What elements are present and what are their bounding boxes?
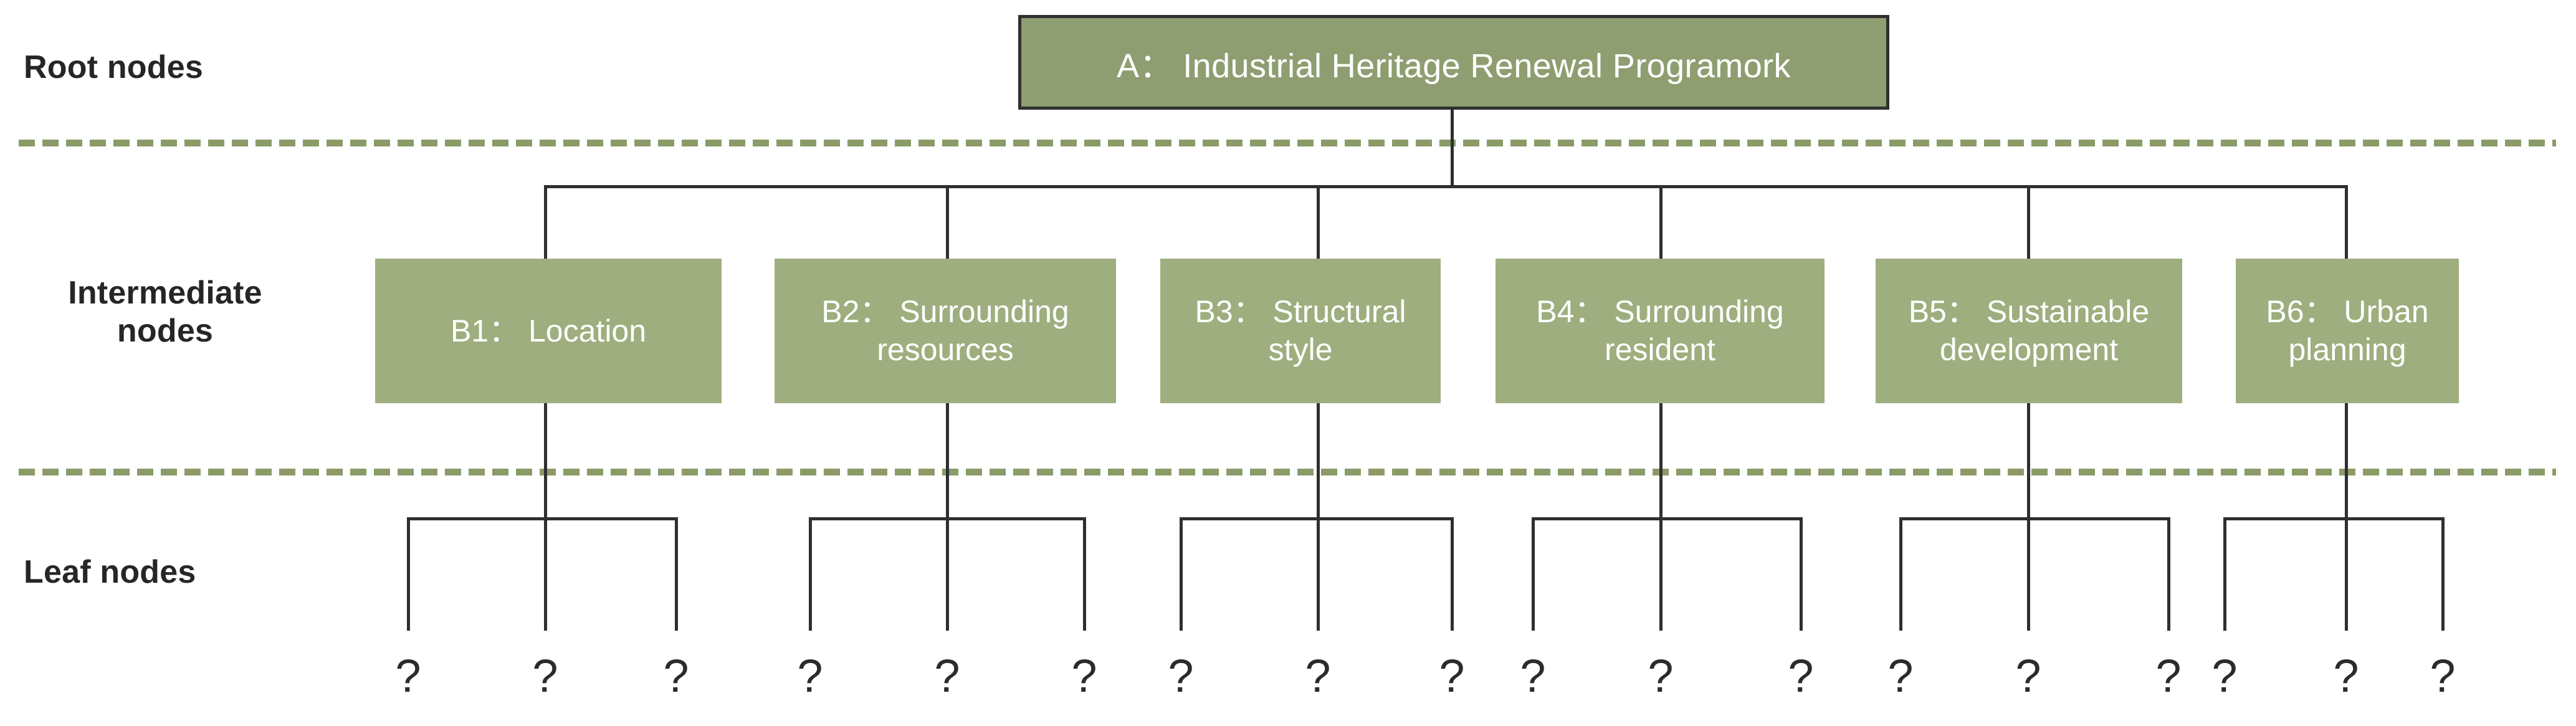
connector-b2-leaf-3	[1083, 517, 1086, 631]
connector-b5-leaf-3	[2167, 517, 2170, 631]
intermediate-node-b3[interactable]: B3： Structural style	[1160, 259, 1441, 403]
leaf-node-b1-3[interactable]: ?	[663, 650, 689, 702]
root-stem	[1451, 110, 1454, 185]
leaf-node-b4-3[interactable]: ?	[1788, 650, 1814, 702]
connector-root-to-b4	[1659, 185, 1662, 259]
row-label-leaf: Leaf nodes	[24, 554, 196, 590]
connector-b2-leaf-1	[809, 517, 812, 631]
connector-b1-leaf-2	[544, 517, 547, 631]
divider-root-intermediate	[19, 140, 2556, 146]
leaf-node-b6-3[interactable]: ?	[2430, 650, 2456, 702]
row-label-intermediate: Intermediate nodes	[68, 275, 262, 350]
leaf-bus-b3	[1181, 517, 1452, 520]
connector-b4-leaf-3	[1800, 517, 1803, 631]
leaf-node-b3-1[interactable]: ?	[1168, 650, 1194, 702]
connector-b2-leaf-2	[946, 517, 949, 631]
connector-b4-stem	[1659, 403, 1662, 517]
connector-root-to-b5	[2027, 185, 2030, 259]
intermediate-node-b6[interactable]: B6： Urban planning	[2236, 259, 2459, 403]
connector-root-to-b3	[1317, 185, 1320, 259]
connector-b4-leaf-2	[1659, 517, 1662, 631]
leaf-bus-b1	[408, 517, 676, 520]
leaf-node-b3-2[interactable]: ?	[1305, 650, 1331, 702]
connector-b2-stem	[946, 403, 949, 517]
intermediate-node-b4[interactable]: B4： Surrounding resident	[1496, 259, 1825, 403]
leaf-bus-b6	[2225, 517, 2443, 520]
connector-b6-leaf-1	[2223, 517, 2226, 631]
divider-intermediate-leaf	[19, 469, 2556, 475]
leaf-node-b4-1[interactable]: ?	[1520, 650, 1546, 702]
connector-b3-leaf-3	[1451, 517, 1454, 631]
intermediate-node-b1[interactable]: B1： Location	[375, 259, 722, 403]
connector-b3-stem	[1317, 403, 1320, 517]
intermediate-node-b5[interactable]: B5： Sustainable development	[1876, 259, 2182, 403]
leaf-bus-b5	[1901, 517, 2168, 520]
connector-root-to-b1	[544, 185, 547, 259]
connector-b6-stem	[2345, 403, 2348, 517]
connector-b1-stem	[544, 403, 547, 517]
connector-root-to-b2	[946, 185, 949, 259]
connector-b3-leaf-2	[1317, 517, 1320, 631]
intermediate-node-b2[interactable]: B2： Surrounding resources	[775, 259, 1116, 403]
connector-b4-leaf-1	[1532, 517, 1535, 631]
connector-root-to-b6	[2345, 185, 2348, 259]
connector-b5-leaf-2	[2027, 517, 2030, 631]
connector-b6-leaf-3	[2441, 517, 2445, 631]
leaf-node-b5-1[interactable]: ?	[1887, 650, 1914, 702]
connector-b1-leaf-3	[675, 517, 678, 631]
leaf-node-b5-2[interactable]: ?	[2015, 650, 2041, 702]
row-label-root: Root nodes	[24, 49, 203, 85]
leaf-node-b6-2[interactable]: ?	[2333, 650, 2359, 702]
leaf-node-b6-1[interactable]: ?	[2211, 650, 2238, 702]
connector-b5-leaf-1	[1899, 517, 1902, 631]
connector-b5-stem	[2027, 403, 2030, 517]
leaf-node-b4-2[interactable]: ?	[1648, 650, 1674, 702]
connector-b6-leaf-2	[2345, 517, 2348, 631]
leaf-bus-b4	[1533, 517, 1801, 520]
leaf-node-b2-3[interactable]: ?	[1071, 650, 1097, 702]
leaf-node-b1-2[interactable]: ?	[532, 650, 558, 702]
root-distribution-bus	[545, 185, 2346, 188]
connector-b1-leaf-1	[407, 517, 410, 631]
leaf-node-b2-2[interactable]: ?	[934, 650, 960, 702]
leaf-node-b2-1[interactable]: ?	[797, 650, 823, 702]
root-node-a[interactable]: A： Industrial Heritage Renewal Programor…	[1018, 15, 1889, 110]
leaf-node-b3-3[interactable]: ?	[1439, 650, 1465, 702]
connector-b3-leaf-1	[1180, 517, 1183, 631]
leaf-node-b1-1[interactable]: ?	[395, 650, 421, 702]
leaf-node-b5-3[interactable]: ?	[2155, 650, 2182, 702]
